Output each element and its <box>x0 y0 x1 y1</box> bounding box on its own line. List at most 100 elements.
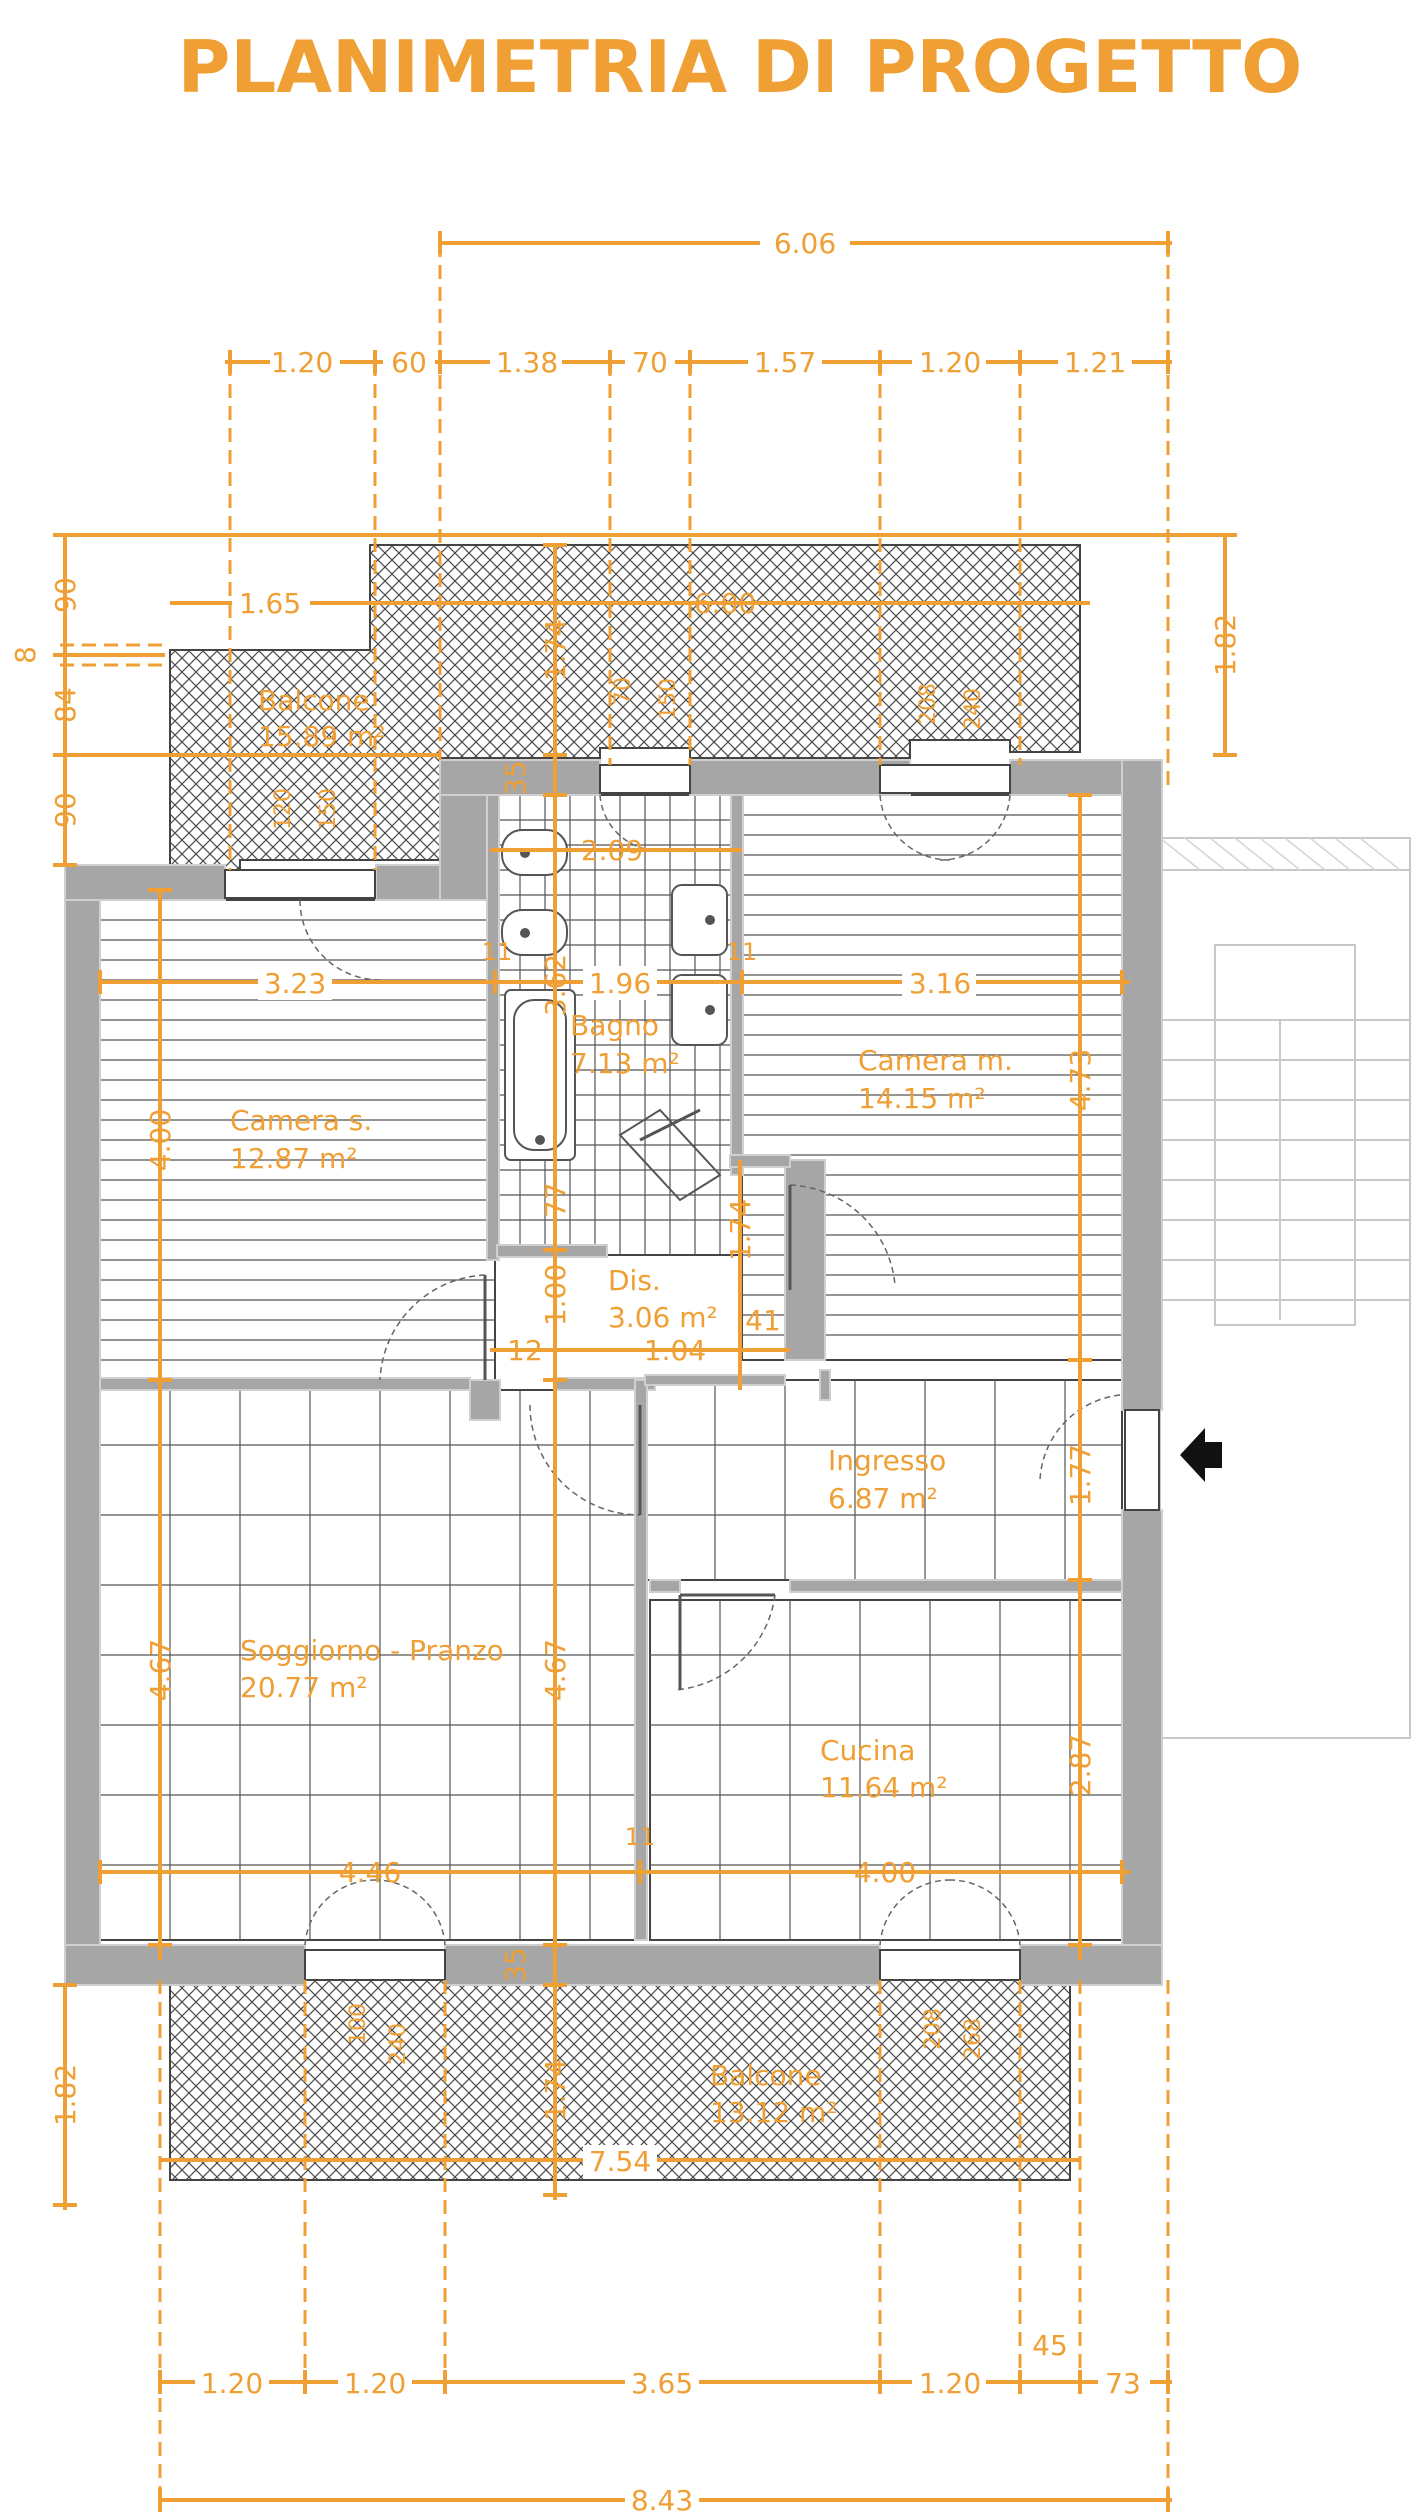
room-labels: Camera s. 12.87 m² Camera m. 14.15 m² Ba… <box>230 684 1013 2129</box>
vertical-dimension-labels: 1.82 90 8 84 90 1.74 35 3.62 4.00 4.73 7… <box>9 577 1242 2126</box>
dim-v-473: 4.73 <box>1064 1049 1097 1111</box>
dim-wall-11-a: 11 <box>482 938 513 966</box>
dim-v-77: 77 <box>539 1182 572 1218</box>
door-leaves <box>483 1108 792 1690</box>
dim-104: 1.04 <box>644 1334 706 1367</box>
dim-top-7: 1.21 <box>1064 346 1126 379</box>
dim-v-35b: 35 <box>499 1947 532 1983</box>
dim-win-top-b-2: 240 <box>961 688 986 730</box>
dim-v-35: 35 <box>499 760 532 796</box>
room-dis-name: Dis. <box>608 1264 661 1297</box>
dim-top-5: 1.57 <box>754 346 816 379</box>
dim-left-8: 8 <box>9 646 42 664</box>
stair-treads <box>1159 837 1401 871</box>
dim-209: 2.09 <box>581 834 643 867</box>
window-markers: 70 150 208 240 120 150 100 240 208 268 <box>271 677 986 2065</box>
dim-win-left-a-2: 150 <box>316 788 341 830</box>
dim-v-174b: 1.74 <box>724 1199 757 1261</box>
dim-v-362: 3.62 <box>539 954 572 1016</box>
room-bagno-name: Bagno <box>570 1009 659 1042</box>
dim-bot-total: 8.43 <box>631 2484 693 2517</box>
dim-top-6: 1.20 <box>919 346 981 379</box>
dim-left-90-a: 90 <box>49 577 82 613</box>
dim-low-1: 4.46 <box>339 1856 401 1889</box>
dim-win-bot-a-1: 100 <box>346 2003 371 2045</box>
room-balcone-top-name: Balcone <box>258 684 370 717</box>
room-balcone-top-area: 15.89 m² <box>258 720 386 753</box>
room-ingresso-name: Ingresso <box>828 1444 946 1477</box>
dim-mid-1: 3.23 <box>264 967 326 1000</box>
dim-mid-3: 3.16 <box>909 967 971 1000</box>
dim-wall-11-b: 11 <box>727 938 758 966</box>
dim-bot-45: 45 <box>1032 2329 1068 2362</box>
dim-v-400: 4.00 <box>144 1109 177 1171</box>
room-cucina-area: 11.64 m² <box>820 1771 948 1804</box>
dim-wall-11-c: 11 <box>625 1823 656 1851</box>
room-camera-m-area: 14.15 m² <box>858 1082 986 1115</box>
dim-12: 12 <box>507 1334 543 1367</box>
room-cucina-name: Cucina <box>820 1734 915 1767</box>
walls <box>64 759 1163 1986</box>
dim-low-2: 4.00 <box>854 1856 916 1889</box>
dim-top-2: 60 <box>391 346 427 379</box>
dim-balcony-bottom-depth: 1.82 <box>49 2064 82 2126</box>
dim-balcony-bottom-w: 7.54 <box>589 2145 651 2178</box>
dim-bot-5: 73 <box>1105 2367 1141 2400</box>
dim-mid-2: 1.96 <box>589 967 651 1000</box>
floor-ingresso <box>644 1379 1123 1581</box>
dim-balcony-w1: 1.65 <box>239 587 301 620</box>
room-camera-s-area: 12.87 m² <box>230 1142 358 1175</box>
room-camera-m-name: Camera m. <box>858 1044 1013 1077</box>
room-camera-s-name: Camera s. <box>230 1104 372 1137</box>
dim-top-4: 70 <box>632 346 668 379</box>
dim-41: 41 <box>745 1304 781 1337</box>
dim-win-bot-b-1: 208 <box>921 2008 946 2050</box>
stairwell <box>1159 837 1411 1739</box>
dim-win-top-a-1: 70 <box>611 677 636 705</box>
dim-win-top-a-2: 150 <box>656 678 681 720</box>
dim-top-3: 1.38 <box>496 346 558 379</box>
dim-left-84: 84 <box>49 687 82 723</box>
door-swings <box>299 794 1121 1946</box>
dim-v-467a: 4.67 <box>144 1639 177 1701</box>
room-ingresso-area: 6.87 m² <box>828 1482 938 1515</box>
dimension-ticks <box>53 231 1237 2512</box>
dim-top-total: 6.06 <box>774 227 836 260</box>
entrance-arrow-icon <box>1180 1428 1222 1482</box>
dim-left-90-b: 90 <box>49 792 82 828</box>
dim-balcony-w2: 6.00 <box>694 587 756 620</box>
washbasin-icon <box>671 884 728 1046</box>
dim-win-bot-b-2: 268 <box>961 2018 986 2060</box>
dim-v-174: 1.74 <box>539 619 572 681</box>
room-soggiorno-name: Soggiorno - Pranzo <box>240 1634 504 1667</box>
room-dis-area: 3.06 m² <box>608 1301 718 1334</box>
dim-v-467b: 4.67 <box>539 1639 572 1701</box>
dim-v-100: 1.00 <box>539 1264 572 1326</box>
room-balcone-bottom-area: 13.12 m² <box>710 2096 838 2129</box>
dim-bot-3: 3.65 <box>631 2367 693 2400</box>
bidet-icon <box>501 829 568 876</box>
openings <box>224 764 1160 1981</box>
dim-v-174c: 1.74 <box>539 2059 572 2121</box>
dim-bot-4: 1.20 <box>919 2367 981 2400</box>
floor-cucina <box>649 1599 1123 1941</box>
dim-top-1: 1.20 <box>271 346 333 379</box>
page-title: PLANIMETRIA DI PROGETTO <box>178 25 1303 109</box>
shower-screen <box>618 1108 722 1202</box>
dimension-extension-lines <box>60 243 1170 2500</box>
room-bagno-area: 7.13 m² <box>570 1047 680 1080</box>
toilet-icon <box>501 909 568 956</box>
dim-bot-2: 1.20 <box>344 2367 406 2400</box>
dim-v-177: 1.77 <box>1064 1444 1097 1506</box>
floor-soggiorno <box>99 1389 636 1941</box>
dim-bot-1: 1.20 <box>201 2367 263 2400</box>
room-soggiorno-area: 20.77 m² <box>240 1671 368 1704</box>
dim-win-top-b-1: 208 <box>916 683 941 725</box>
room-balcone-bottom-name: Balcone <box>710 2059 822 2092</box>
dim-win-bot-a-2: 240 <box>386 2023 411 2065</box>
dim-win-left-a-1: 120 <box>271 788 296 830</box>
dim-balcony-depth: 1.82 <box>1209 614 1242 676</box>
dimension-labels: 6.06 1.20 60 1.38 70 1.57 1.20 1.21 1.65… <box>195 225 1150 2518</box>
dim-v-287: 2.87 <box>1064 1734 1097 1796</box>
